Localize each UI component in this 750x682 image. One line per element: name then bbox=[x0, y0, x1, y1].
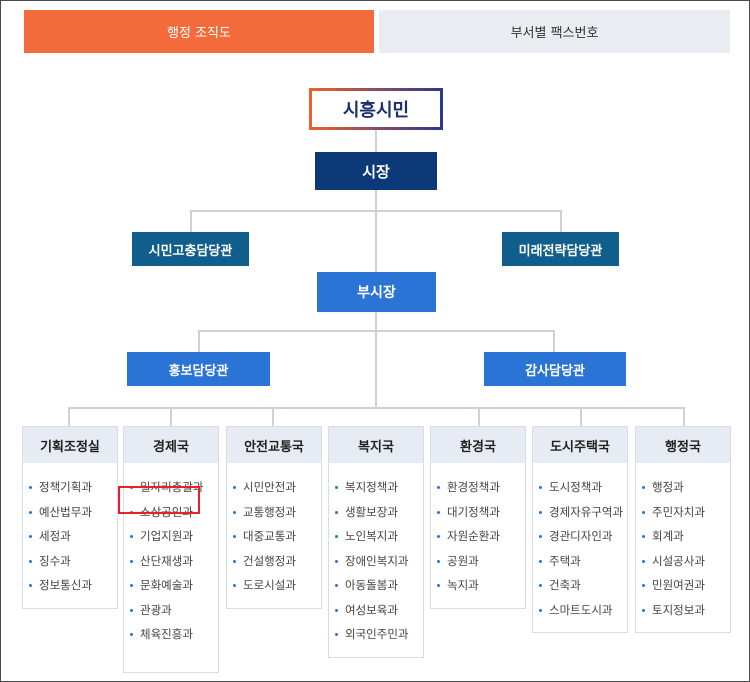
connector-line bbox=[478, 407, 480, 427]
connector-line bbox=[198, 330, 200, 352]
connector-line bbox=[272, 407, 274, 427]
dept-item[interactable]: 산단재생과 bbox=[130, 549, 218, 574]
connector-line bbox=[68, 407, 684, 409]
dept-item[interactable]: 건축과 bbox=[539, 573, 627, 598]
dept-item[interactable]: 시설공사과 bbox=[642, 549, 730, 574]
dept-item[interactable]: 스마트도시과 bbox=[539, 598, 627, 623]
dept-item-list: 일자리총괄과 소상공인과 기업지원과 산단재생과 문화예술과 관광과 체육진흥과 bbox=[124, 463, 218, 657]
dept-item[interactable]: 예산법무과 bbox=[29, 500, 117, 525]
dept-item[interactable]: 행정과 bbox=[642, 475, 730, 500]
dept-item-list: 정책기획과 예산법무과 세정과 징수과 정보통신과 bbox=[23, 463, 117, 608]
dept-item[interactable]: 체육진흥과 bbox=[130, 622, 218, 647]
dept-item[interactable]: 관광과 bbox=[130, 598, 218, 623]
dept-item[interactable]: 문화예술과 bbox=[130, 573, 218, 598]
mayor-box[interactable]: 시장 bbox=[315, 152, 437, 190]
dept-item[interactable]: 토지정보과 bbox=[642, 598, 730, 623]
dept-item[interactable]: 자원순환과 bbox=[437, 524, 525, 549]
citizens-root-box: 시흥시민 bbox=[309, 88, 443, 130]
dept-item[interactable]: 녹지과 bbox=[437, 573, 525, 598]
connector-line bbox=[68, 407, 70, 427]
connector-line bbox=[190, 210, 562, 212]
dept-item[interactable]: 공원과 bbox=[437, 549, 525, 574]
dept-column-urban-housing: 도시주택국 도시정책과 경제자유구역과 경관디자인과 주택과 건축과 스마트도시… bbox=[532, 426, 628, 633]
dept-item[interactable]: 대중교통과 bbox=[233, 524, 321, 549]
vice-mayor-box[interactable]: 부시장 bbox=[317, 272, 436, 312]
connector-line bbox=[170, 407, 172, 427]
dept-item[interactable]: 여성보육과 bbox=[335, 598, 423, 623]
connector-line bbox=[560, 210, 562, 232]
connector-line bbox=[190, 210, 192, 232]
dept-column-environment: 환경국 환경정책과 대기정책과 자원순환과 공원과 녹지과 bbox=[430, 426, 526, 609]
dept-item[interactable]: 건설행정과 bbox=[233, 549, 321, 574]
dept-title[interactable]: 도시주택국 bbox=[533, 427, 627, 463]
dept-item-list: 환경정책과 대기정책과 자원순환과 공원과 녹지과 bbox=[431, 463, 525, 608]
tab-org-chart[interactable]: 행정 조직도 bbox=[24, 10, 374, 53]
dept-item[interactable]: 민원여권과 bbox=[642, 573, 730, 598]
dept-item[interactable]: 아동돌봄과 bbox=[335, 573, 423, 598]
dept-item[interactable]: 기업지원과 bbox=[130, 524, 218, 549]
dept-item-list: 도시정책과 경제자유구역과 경관디자인과 주택과 건축과 스마트도시과 bbox=[533, 463, 627, 632]
citizen-grievance-officer-box[interactable]: 시민고충담당관 bbox=[132, 232, 249, 266]
public-relations-officer-box[interactable]: 홍보담당관 bbox=[127, 352, 270, 386]
dept-item[interactable]: 생활보장과 bbox=[335, 500, 423, 525]
dept-item-highlighted[interactable]: 소상공인과 bbox=[130, 500, 218, 525]
dept-item-list: 복지정책과 생활보장과 노인복지과 장애인복지과 아동돌봄과 여성보육과 외국인… bbox=[329, 463, 423, 657]
dept-item[interactable]: 징수과 bbox=[29, 549, 117, 574]
dept-item[interactable]: 세정과 bbox=[29, 524, 117, 549]
connector-line bbox=[375, 130, 377, 152]
dept-column-welfare: 복지국 복지정책과 생활보장과 노인복지과 장애인복지과 아동돌봄과 여성보육과… bbox=[328, 426, 424, 658]
dept-title[interactable]: 환경국 bbox=[431, 427, 525, 463]
dept-item[interactable]: 대기정책과 bbox=[437, 500, 525, 525]
dept-column-planning: 기획조정실 정책기획과 예산법무과 세정과 징수과 정보통신과 bbox=[22, 426, 118, 609]
connector-line bbox=[198, 330, 554, 332]
dept-item[interactable]: 회계과 bbox=[642, 524, 730, 549]
dept-title[interactable]: 경제국 bbox=[124, 427, 218, 463]
dept-item[interactable]: 노인복지과 bbox=[335, 524, 423, 549]
dept-item[interactable]: 복지정책과 bbox=[335, 475, 423, 500]
dept-item[interactable]: 경관디자인과 bbox=[539, 524, 627, 549]
dept-item[interactable]: 경제자유구역과 bbox=[539, 500, 627, 525]
connector-line bbox=[580, 407, 582, 427]
dept-item[interactable]: 도로시설과 bbox=[233, 573, 321, 598]
dept-title[interactable]: 기획조정실 bbox=[23, 427, 117, 463]
highlight-box bbox=[118, 486, 200, 514]
dept-item[interactable]: 주민자치과 bbox=[642, 500, 730, 525]
dept-item[interactable]: 외국인주민과 bbox=[335, 622, 423, 647]
dept-title[interactable]: 복지국 bbox=[329, 427, 423, 463]
dept-item[interactable]: 주택과 bbox=[539, 549, 627, 574]
tab-fax-numbers[interactable]: 부서별 팩스번호 bbox=[379, 10, 730, 53]
dept-item-list: 행정과 주민자치과 회계과 시설공사과 민원여권과 토지정보과 bbox=[636, 463, 730, 632]
dept-item[interactable]: 시민안전과 bbox=[233, 475, 321, 500]
dept-item[interactable]: 교통행정과 bbox=[233, 500, 321, 525]
dept-item[interactable]: 장애인복지과 bbox=[335, 549, 423, 574]
future-strategy-officer-box[interactable]: 미래전략담당관 bbox=[502, 232, 619, 266]
dept-title[interactable]: 행정국 bbox=[636, 427, 730, 463]
connector-line bbox=[375, 312, 377, 408]
audit-officer-box[interactable]: 감사담당관 bbox=[484, 352, 626, 386]
connector-line bbox=[683, 407, 685, 427]
dept-item-list: 시민안전과 교통행정과 대중교통과 건설행정과 도로시설과 bbox=[227, 463, 321, 608]
dept-title[interactable]: 안전교통국 bbox=[227, 427, 321, 463]
dept-item[interactable]: 도시정책과 bbox=[539, 475, 627, 500]
dept-item[interactable]: 정보통신과 bbox=[29, 573, 117, 598]
connector-line bbox=[553, 330, 555, 352]
dept-item[interactable]: 정책기획과 bbox=[29, 475, 117, 500]
connector-line bbox=[375, 190, 377, 272]
dept-column-economy: 경제국 일자리총괄과 소상공인과 기업지원과 산단재생과 문화예술과 관광과 체… bbox=[123, 426, 219, 673]
dept-item[interactable]: 환경정책과 bbox=[437, 475, 525, 500]
dept-column-safety-transport: 안전교통국 시민안전과 교통행정과 대중교통과 건설행정과 도로시설과 bbox=[226, 426, 322, 609]
dept-column-administration: 행정국 행정과 주민자치과 회계과 시설공사과 민원여권과 토지정보과 bbox=[635, 426, 731, 633]
